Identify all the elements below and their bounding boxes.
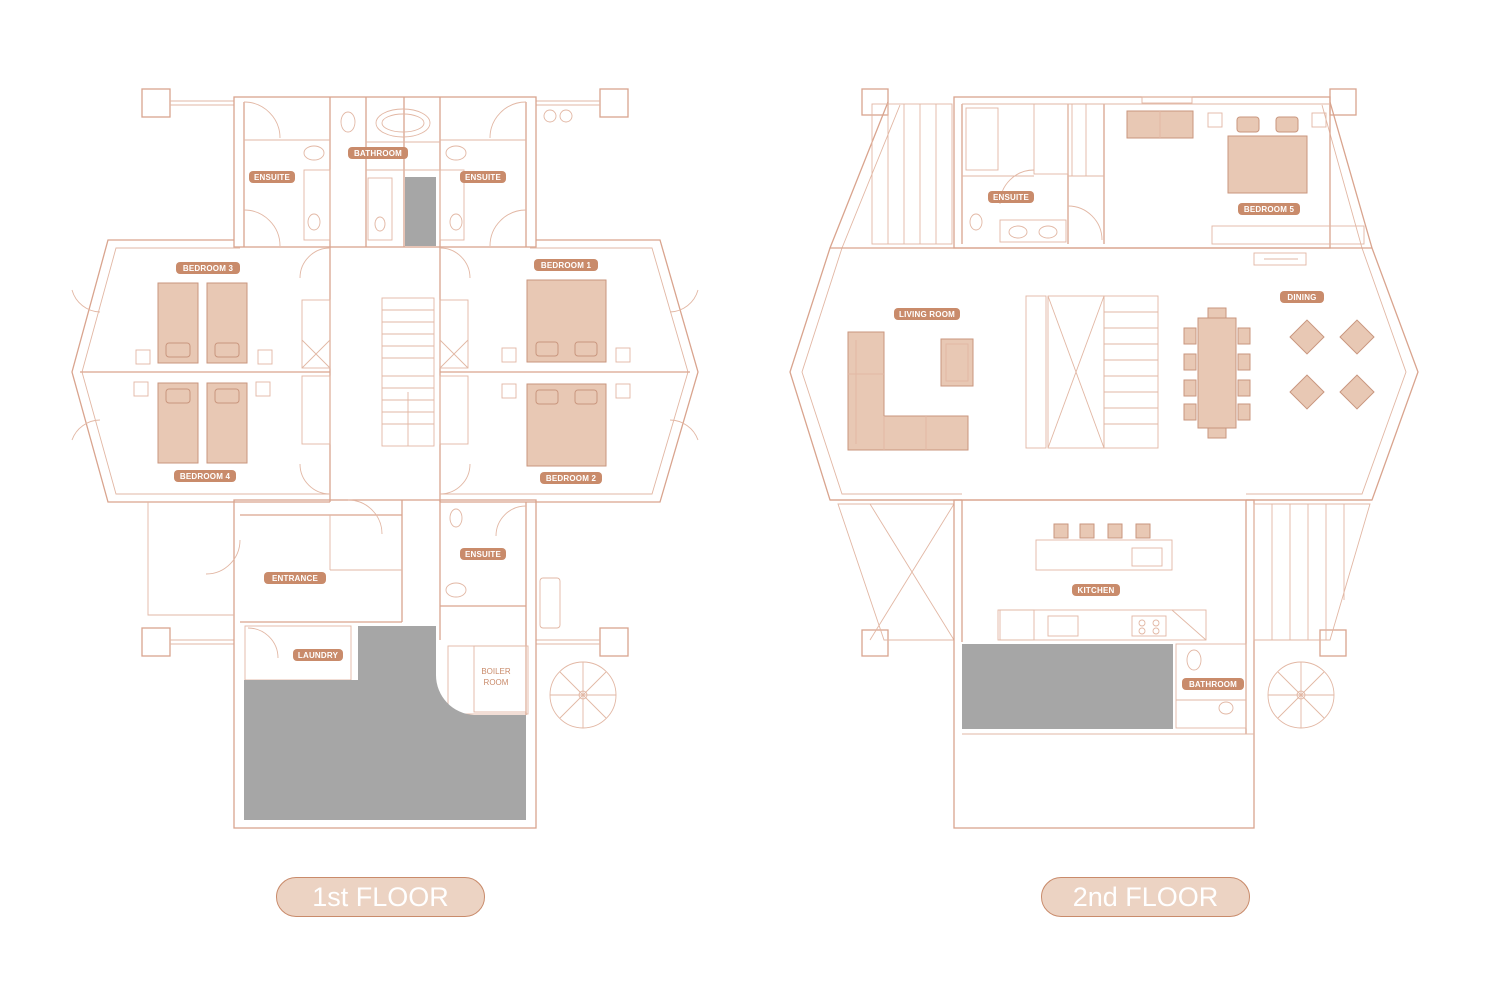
svg-text:ENTRANCE: ENTRANCE: [272, 574, 319, 583]
svg-text:BEDROOM 2: BEDROOM 2: [546, 474, 597, 483]
svg-text:ENSUITE: ENSUITE: [465, 550, 502, 559]
room-label-dining: DINING: [1280, 291, 1324, 303]
second-floor-title: 2nd FLOOR: [1041, 877, 1250, 917]
room-label-bedroom-5: BEDROOM 5: [1238, 203, 1300, 215]
svg-text:BEDROOM 5: BEDROOM 5: [1244, 205, 1295, 214]
room-label-boiler-room: BOILER ROOM: [481, 667, 511, 687]
svg-text:BATHROOM: BATHROOM: [1189, 680, 1237, 689]
room-label-entrance: ENTRANCE: [264, 572, 326, 584]
svg-text:BEDROOM 4: BEDROOM 4: [180, 472, 231, 481]
room-label-bedroom-3: BEDROOM 3: [176, 262, 240, 274]
room-label-bedroom-4: BEDROOM 4: [174, 470, 236, 482]
room-label-laundry: LAUNDRY: [293, 649, 343, 661]
svg-text:BATHROOM: BATHROOM: [354, 149, 402, 158]
svg-text:LIVING ROOM: LIVING ROOM: [899, 310, 955, 319]
svg-text:KITCHEN: KITCHEN: [1078, 586, 1115, 595]
room-label-bathroom-2nd: BATHROOM: [1182, 678, 1244, 690]
room-label-ensuite-left: ENSUITE: [249, 171, 295, 183]
room-label-bathroom: BATHROOM: [348, 147, 408, 159]
room-label-ensuite-lower: ENSUITE: [460, 548, 506, 560]
room-label-living-room: LIVING ROOM: [894, 308, 960, 320]
svg-text:BEDROOM 1: BEDROOM 1: [541, 261, 592, 270]
svg-text:LAUNDRY: LAUNDRY: [298, 651, 339, 660]
room-label-bedroom-2: BEDROOM 2: [540, 472, 602, 484]
room-label-kitchen: KITCHEN: [1072, 584, 1120, 596]
first-floor-plan: [71, 88, 699, 829]
svg-text:DINING: DINING: [1287, 293, 1316, 302]
room-label-bedroom-1: BEDROOM 1: [534, 259, 598, 271]
svg-text:BEDROOM 3: BEDROOM 3: [183, 264, 234, 273]
svg-text:ENSUITE: ENSUITE: [465, 173, 502, 182]
second-floor-plan: [789, 88, 1419, 829]
svg-text:ENSUITE: ENSUITE: [993, 193, 1030, 202]
svg-text:BOILER: BOILER: [481, 667, 511, 676]
room-label-ensuite-right: ENSUITE: [460, 171, 506, 183]
room-label-ensuite-2nd: ENSUITE: [988, 191, 1034, 203]
first-floor-title: 1st FLOOR: [276, 877, 485, 917]
svg-text:ENSUITE: ENSUITE: [254, 173, 291, 182]
svg-text:ROOM: ROOM: [484, 678, 509, 687]
